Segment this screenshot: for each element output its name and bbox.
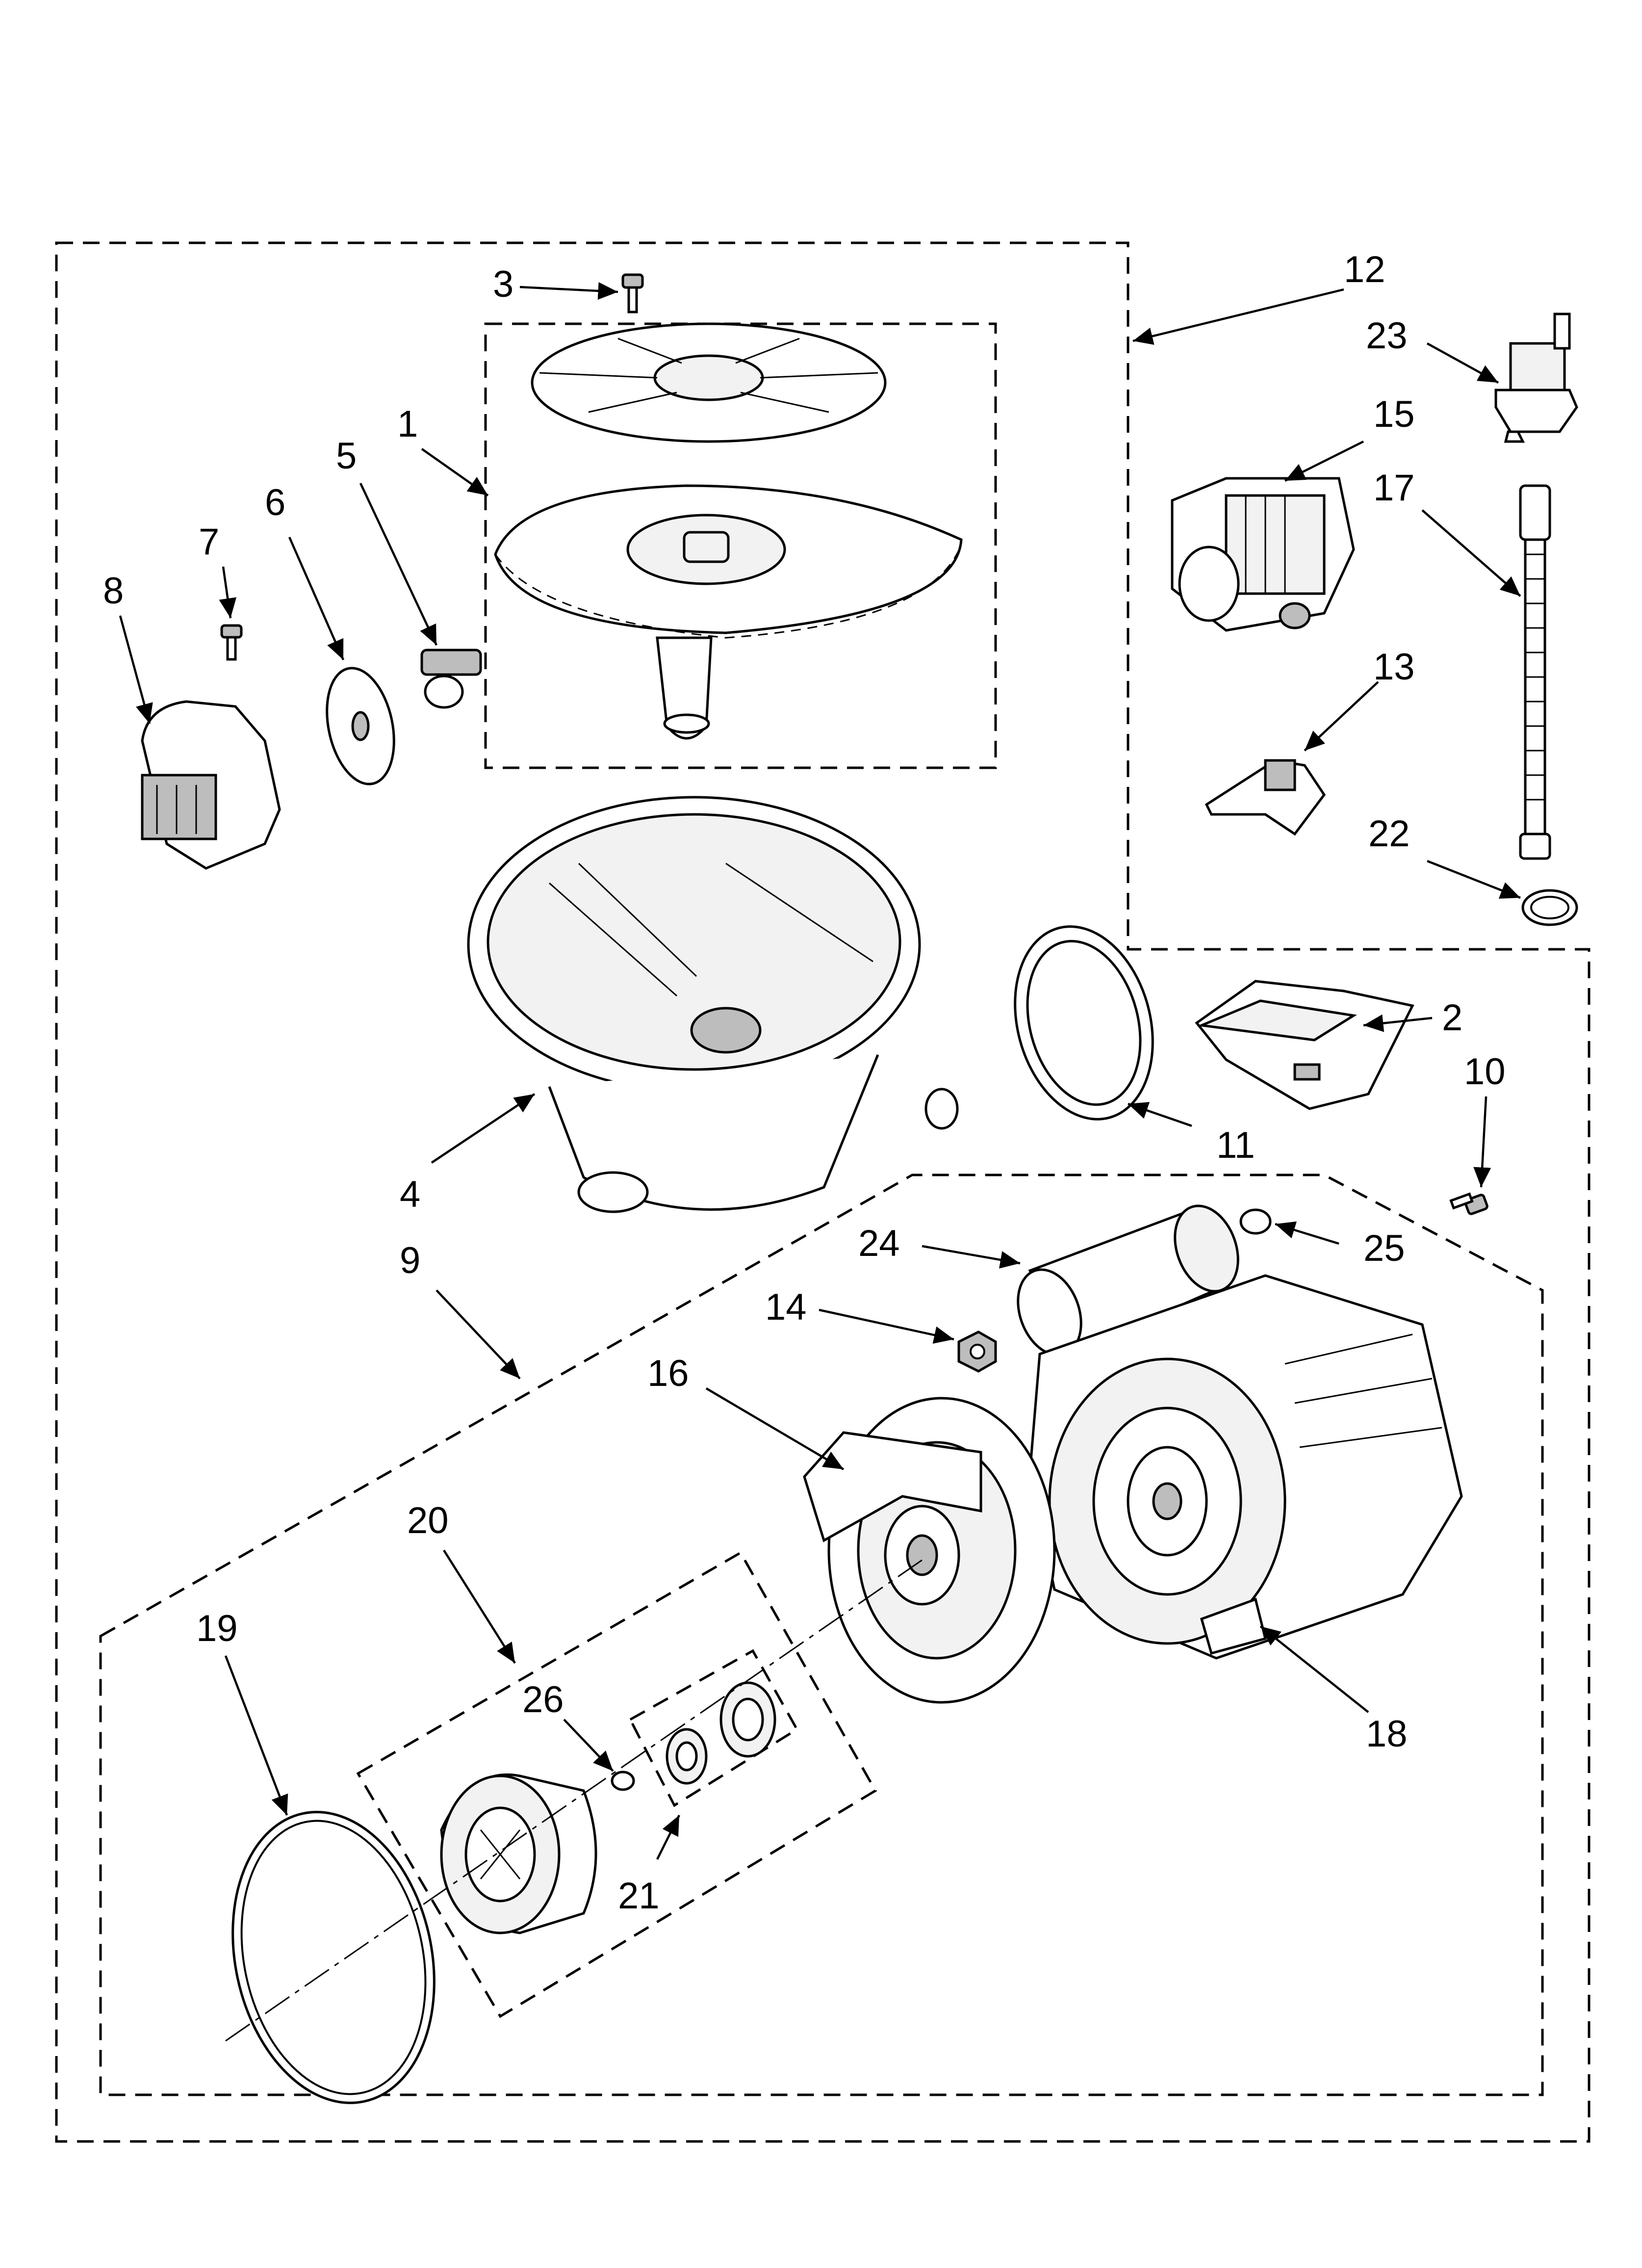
- screw-part-3: [621, 273, 644, 313]
- leader-22: [1427, 860, 1521, 899]
- leader-3: [519, 282, 618, 300]
- leader-8: [119, 615, 153, 724]
- callout-16: 16: [647, 1353, 689, 1394]
- callout-21: 21: [618, 1875, 660, 1917]
- callout-15: 15: [1373, 393, 1415, 435]
- leader-16: [705, 1387, 845, 1470]
- leader-2: [1363, 1014, 1433, 1032]
- washer-part-26: [611, 1771, 635, 1791]
- leader-4: [431, 1093, 536, 1164]
- gasket-ring-part-11: [1014, 925, 1154, 1121]
- drain-pump-part-15: [1171, 477, 1355, 632]
- callout-9: 9: [400, 1240, 420, 1281]
- callout-23: 23: [1366, 315, 1408, 357]
- leader-21: [656, 1814, 681, 1860]
- group-outline-9: [99, 1173, 1544, 2096]
- callout-25: 25: [1363, 1227, 1405, 1269]
- nut-part-14: [957, 1330, 997, 1373]
- leader-6: [288, 537, 345, 660]
- callout-18: 18: [1366, 1713, 1408, 1755]
- leader-11: [1128, 1102, 1192, 1127]
- pump-housing-part-16: [803, 1397, 1056, 1704]
- chopper-disc-part-6: [326, 667, 395, 785]
- clip-part-5: [420, 649, 482, 709]
- leader-23: [1426, 342, 1499, 384]
- assembly-axis-line: [225, 1559, 923, 2042]
- o-ring-part-19: [231, 1811, 436, 2104]
- group-outline-21: [628, 1649, 799, 1807]
- clamp-part-22: [1521, 889, 1578, 926]
- leader-26: [563, 1719, 614, 1772]
- callout-8: 8: [103, 570, 124, 612]
- callout-17: 17: [1373, 467, 1415, 509]
- callout-2: 2: [1442, 997, 1462, 1039]
- callout-26: 26: [522, 1679, 564, 1721]
- clip-part-13: [1205, 759, 1326, 836]
- callout-22: 22: [1368, 813, 1410, 855]
- impeller-part-20: [440, 1773, 597, 1934]
- leader-9: [436, 1289, 521, 1380]
- callout-4: 4: [400, 1173, 420, 1215]
- valve-part-23: [1494, 313, 1578, 443]
- leader-7: [219, 566, 237, 619]
- motor-part-18: [1028, 1274, 1463, 1660]
- label-part-25: [1239, 1208, 1272, 1235]
- leader-24: [922, 1245, 1021, 1269]
- callout-20: 20: [407, 1500, 449, 1541]
- callout-14: 14: [765, 1286, 807, 1328]
- callout-12: 12: [1344, 249, 1385, 290]
- leader-12: [1132, 288, 1344, 345]
- group-outline-20: [356, 1551, 877, 2018]
- callout-6: 6: [265, 482, 285, 523]
- leader-14: [819, 1308, 954, 1344]
- leader-13: [1304, 681, 1379, 752]
- cover-housing-part-8: [141, 700, 281, 870]
- callout-10: 10: [1464, 1051, 1506, 1093]
- callout-5: 5: [336, 435, 357, 477]
- seal-set-part-21: [666, 1681, 776, 1785]
- screw-part-7: [220, 624, 243, 661]
- leader-18: [1259, 1625, 1369, 1713]
- leader-5: [359, 483, 438, 646]
- sump-housing-part-4: [467, 796, 959, 1213]
- group-outline-12: [55, 241, 1591, 2143]
- drain-hose-part-17: [1519, 484, 1551, 860]
- callout-11: 11: [1216, 1124, 1255, 1166]
- leader-19: [224, 1655, 288, 1816]
- callout-3: 3: [493, 263, 513, 305]
- leader-10: [1473, 1096, 1491, 1188]
- callout-13: 13: [1373, 646, 1415, 688]
- screw-part-10: [1449, 1192, 1488, 1215]
- callout-7: 7: [199, 521, 219, 563]
- leader-1: [421, 448, 489, 496]
- leader-15: [1284, 440, 1364, 482]
- leader-20: [443, 1549, 516, 1664]
- callout-19: 19: [196, 1608, 238, 1649]
- leader-25: [1275, 1221, 1339, 1245]
- spray-arm-assembly-part-1: [494, 322, 963, 740]
- capacitor-part-24: [1017, 1204, 1239, 1356]
- callout-24: 24: [858, 1223, 900, 1264]
- leader-17: [1421, 509, 1521, 597]
- callout-1: 1: [397, 403, 418, 445]
- bracket-part-2: [1195, 980, 1414, 1110]
